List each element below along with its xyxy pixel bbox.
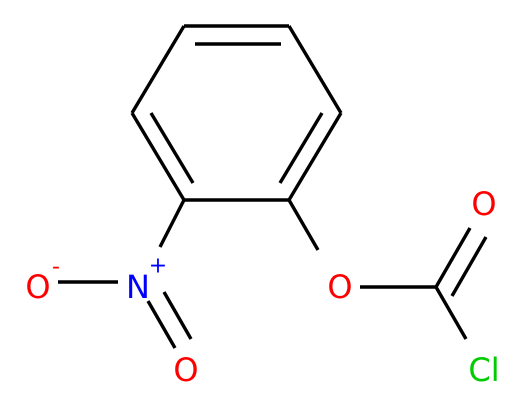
ring-bond-inner — [149, 112, 195, 184]
ring-bond — [130, 25, 186, 114]
anion-charge-label: - — [52, 255, 60, 280]
carbonyl-double-bond — [434, 227, 472, 288]
anion-oxygen-label: O — [25, 268, 50, 306]
carbonyl-oxygen-label: O — [471, 185, 496, 223]
carbon-chlorine-bond — [434, 286, 468, 340]
ring-bond — [287, 112, 343, 201]
carbonyl-double-bond-second — [450, 236, 488, 297]
nitrogen-charge-label: + — [149, 254, 167, 279]
ring-bond — [130, 112, 186, 201]
ring-bond — [287, 25, 343, 114]
ring-ester-oxygen-bond — [287, 199, 320, 251]
chloroformate-group — [287, 199, 488, 340]
nitrogen-oxygen-double-bond-second — [162, 291, 193, 340]
atom-labels: O - N + O O O Cl — [25, 185, 499, 389]
chlorine-label: Cl — [468, 351, 499, 389]
nitro-group — [58, 199, 193, 349]
benzene-ring — [130, 24, 343, 202]
ring-bond-inner — [278, 112, 324, 184]
nitro-oxygen-label: O — [173, 351, 198, 389]
ring-nitrogen-bond — [158, 199, 186, 248]
nitrogen-oxygen-double-bond — [146, 300, 177, 349]
nitrogen-label: N — [126, 268, 150, 306]
ester-oxygen-label: O — [327, 268, 352, 306]
